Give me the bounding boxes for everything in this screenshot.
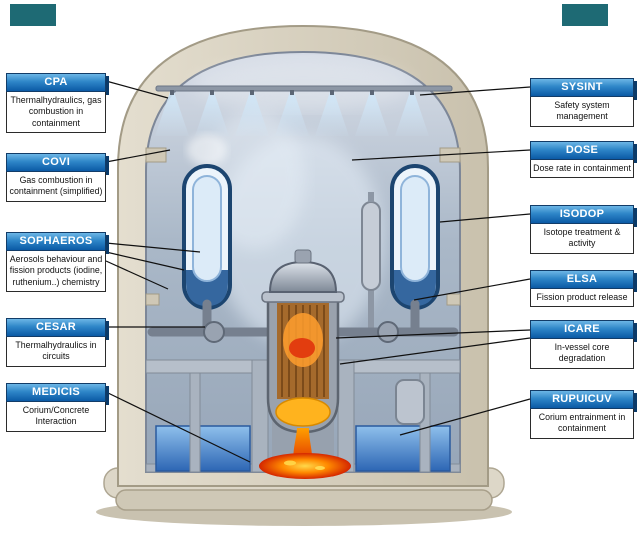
module-label-sophaeros-title: SOPHAEROS (6, 232, 106, 251)
leader-covi (105, 149, 171, 163)
leader-elsa (413, 278, 531, 301)
leader-medicis (105, 391, 251, 463)
module-label-elsa-desc: Fission product release (530, 289, 634, 308)
module-label-icare-title: ICARE (530, 320, 634, 339)
wall-corbels (145, 147, 461, 306)
leader-sophaeros-2 (105, 251, 185, 271)
leader-dose (351, 149, 531, 161)
leader-rupuicuv (399, 398, 531, 436)
module-label-sophaeros: SOPHAEROS Aerosols behaviour and fission… (6, 232, 106, 292)
containment-spray-system (155, 85, 453, 136)
module-label-isodop: ISODOP Isotope treatment & activity (530, 205, 634, 254)
molten-pool-lower-head (275, 397, 331, 427)
module-label-covi-title: COVI (6, 153, 106, 172)
module-label-dose: DOSE Dose rate in containment (530, 141, 634, 179)
module-label-medicis-title: MEDICIS (6, 383, 106, 402)
module-label-cesar-desc: Thermalhydraulics in circuits (6, 337, 106, 367)
module-label-rupuicuv: RUPUICUV Corium entrainment in containme… (530, 390, 634, 439)
leader-icare-1 (335, 329, 531, 339)
coolant-pump-left (203, 321, 225, 343)
sump-water-pools (155, 425, 451, 472)
coolant-pump-right (377, 321, 399, 343)
module-label-rupuicuv-title: RUPUICUV (530, 390, 634, 409)
leader-sophaeros-3 (105, 260, 169, 290)
leader-sophaeros-1 (105, 242, 201, 253)
pressurizer (361, 192, 381, 334)
leader-cpa (105, 80, 169, 99)
module-label-medicis: MEDICIS Corium/Concrete Interaction (6, 383, 106, 432)
module-label-isodop-title: ISODOP (530, 205, 634, 224)
module-label-cpa: CPA Thermalhydraulics, gas combustion in… (6, 73, 106, 133)
module-label-isodop-desc: Isotope treatment & activity (530, 224, 634, 254)
module-label-icare: ICARE In-vessel core degradation (530, 320, 634, 369)
module-label-rupuicuv-desc: Corium entrainment in containment (530, 409, 634, 439)
module-label-sysint: SYSINT Safety system management (530, 78, 634, 127)
module-label-medicis-desc: Corium/Concrete Interaction (6, 402, 106, 432)
corner-badge-left (10, 4, 56, 26)
module-label-dose-desc: Dose rate in containment (530, 160, 634, 179)
module-label-cesar: CESAR Thermalhydraulics in circuits (6, 318, 106, 367)
leader-icare-2 (339, 337, 531, 365)
intermediate-floors (145, 359, 461, 374)
steam-generator-left (182, 134, 232, 310)
module-label-dose-title: DOSE (530, 141, 634, 160)
module-label-covi: COVI Gas combustion in containment (simp… (6, 153, 106, 202)
leader-isodop (439, 213, 531, 223)
module-label-cpa-title: CPA (6, 73, 106, 92)
steam-generator-right (390, 164, 440, 310)
module-label-elsa-title: ELSA (530, 270, 634, 289)
module-label-covi-desc: Gas combustion in containment (simplifie… (6, 172, 106, 202)
module-label-icare-desc: In-vessel core degradation (530, 339, 634, 369)
module-label-sophaeros-desc: Aerosols behaviour and fission products … (6, 251, 106, 292)
compartment-walls (189, 359, 431, 473)
module-label-cpa-desc: Thermalhydraulics, gas combustion in con… (6, 92, 106, 133)
module-label-sysint-desc: Safety system management (530, 97, 634, 127)
module-label-elsa: ELSA Fission product release (530, 270, 634, 308)
module-label-sysint-title: SYSINT (530, 78, 634, 97)
corium-flow (259, 428, 351, 479)
auxiliary-tank (395, 379, 425, 425)
corner-badge-right (562, 4, 608, 26)
leader-lines (105, 80, 531, 463)
leader-sysint (419, 86, 531, 96)
module-label-cesar-title: CESAR (6, 318, 106, 337)
